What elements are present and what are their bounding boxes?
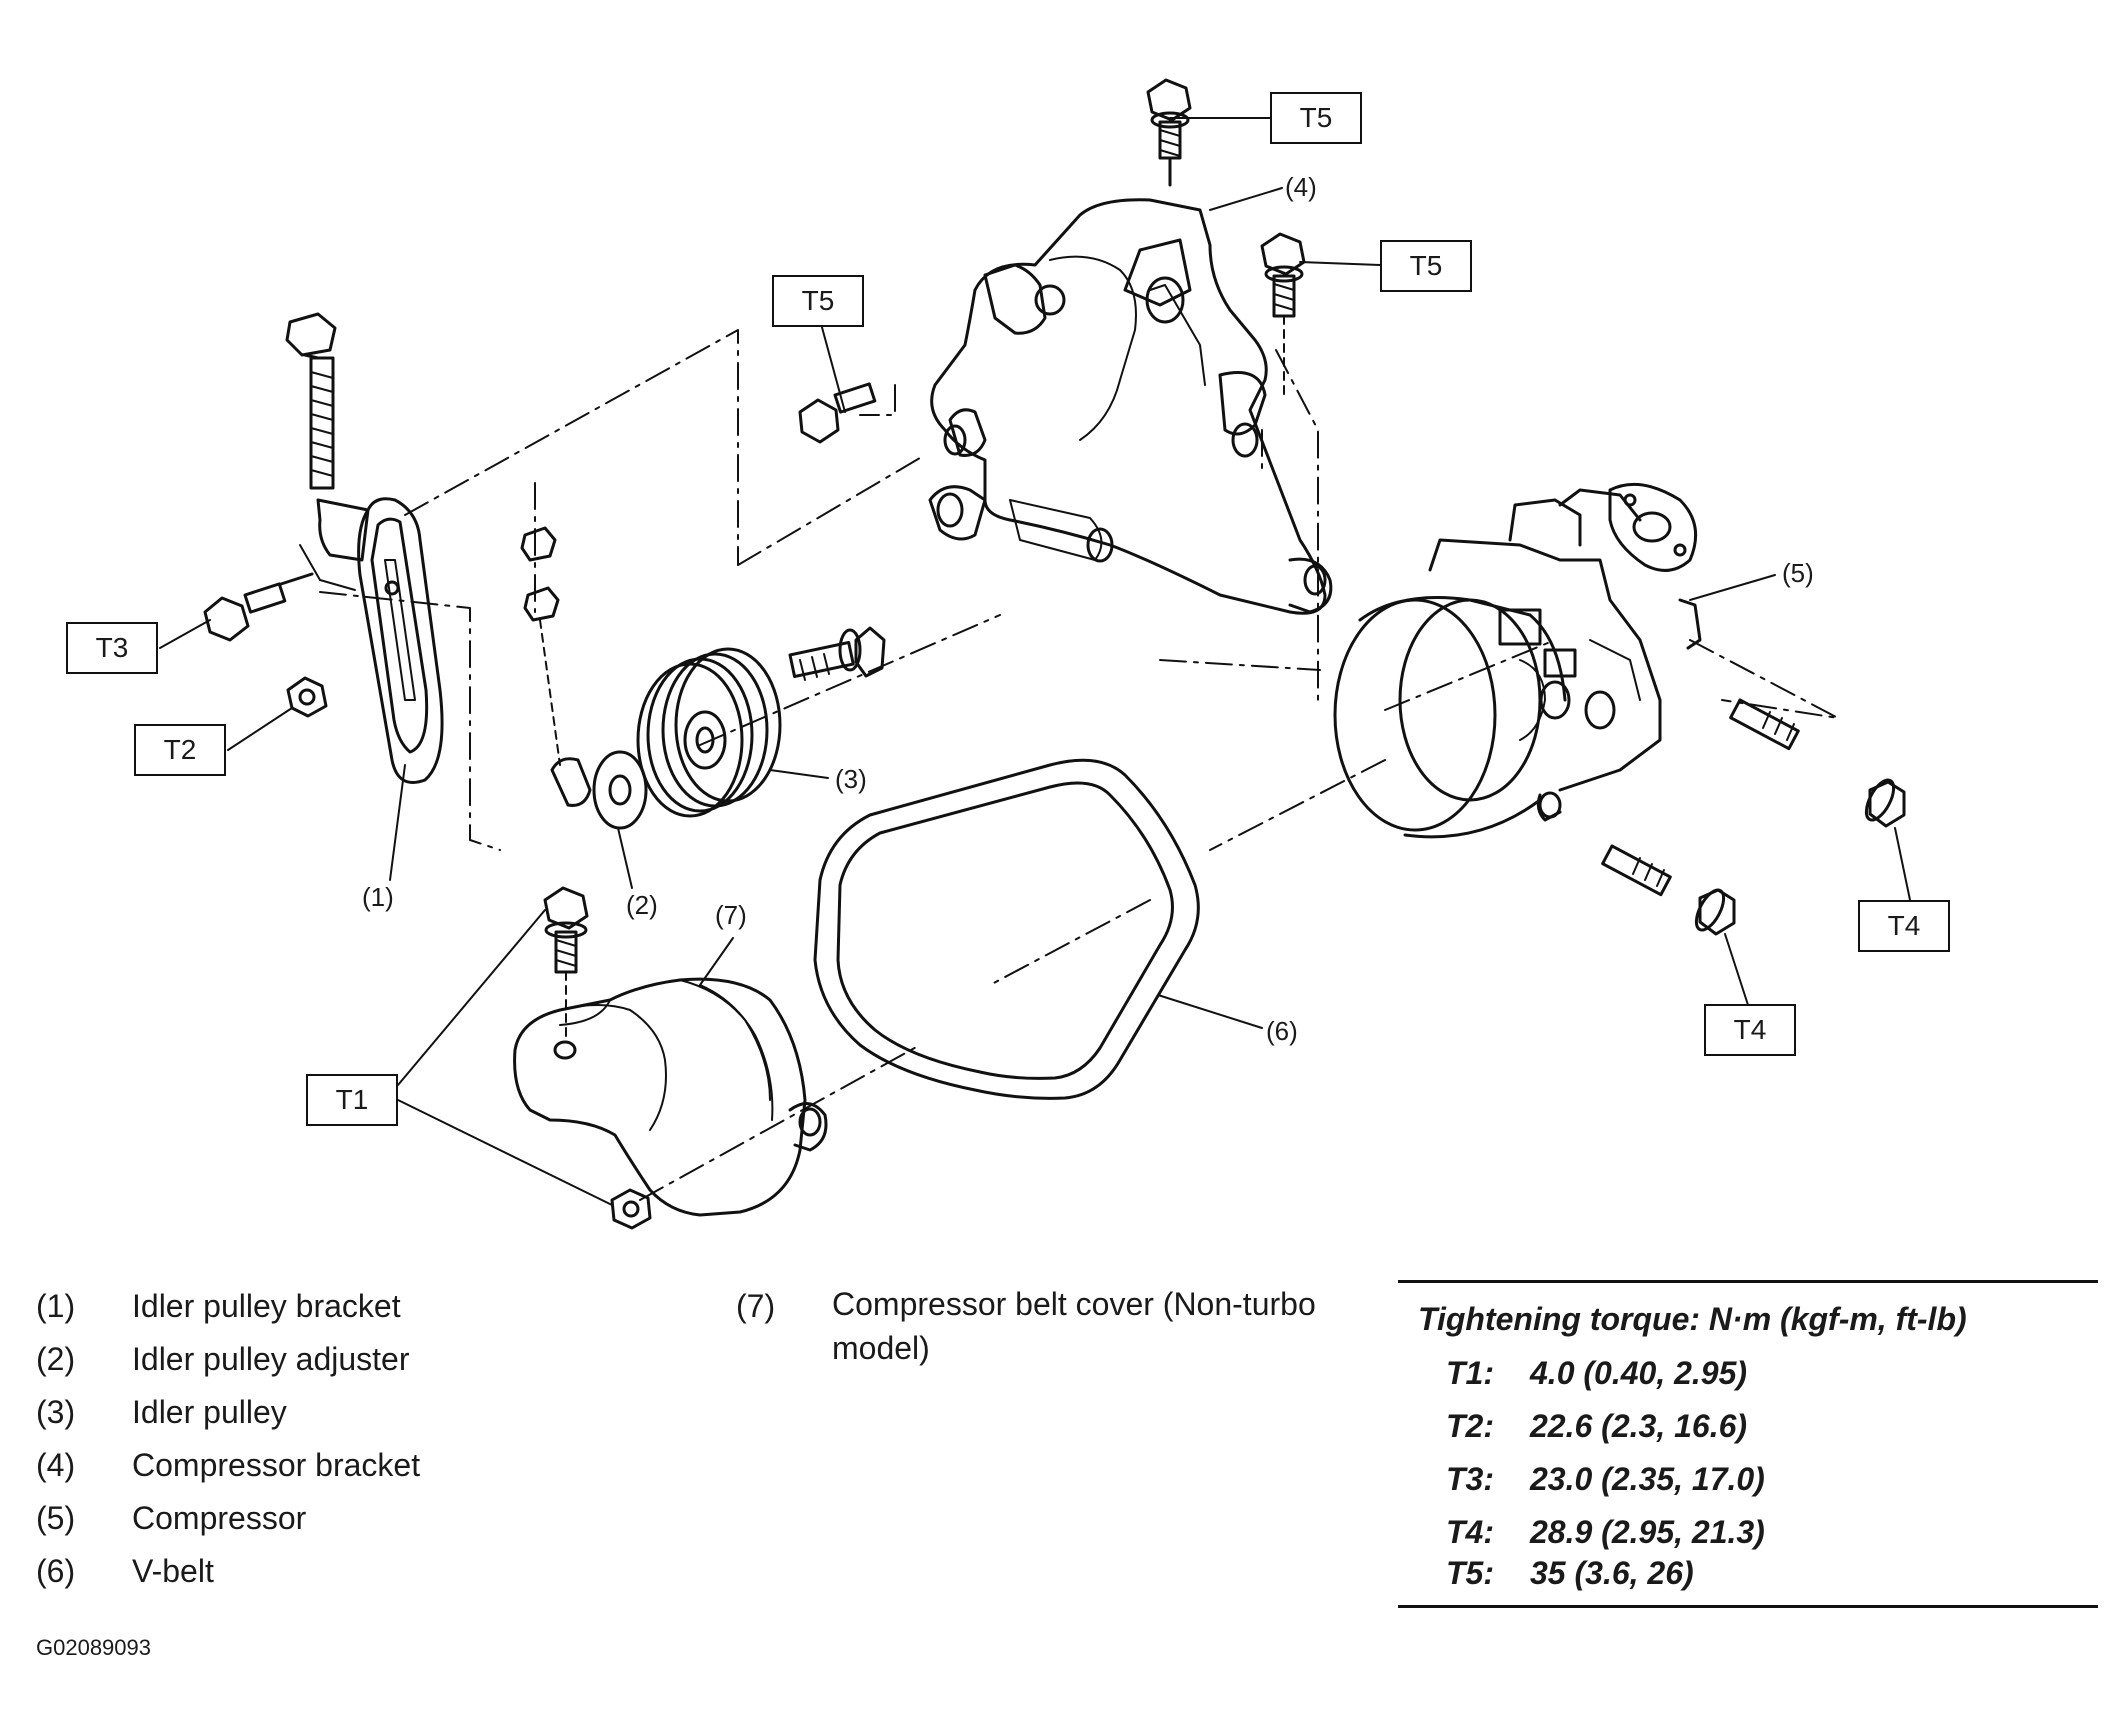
compressor-belt-cover <box>513 977 828 1217</box>
callout-2: (2) <box>626 890 658 920</box>
idler-pulley-bracket <box>299 497 444 784</box>
t1-nut <box>610 1188 652 1230</box>
t2-nut <box>286 676 328 718</box>
torque-id: T3: <box>1446 1461 1494 1497</box>
t5-bolt-left <box>798 382 877 444</box>
idler-pulley-adjuster <box>550 750 648 830</box>
tag-t4-upper: T4 <box>1858 900 1950 952</box>
legend-text: Idler pulley bracket <box>132 1288 401 1324</box>
adjuster-nuts <box>520 526 561 766</box>
legend-text: Compressor <box>132 1500 307 1536</box>
callout-4: (4) <box>1285 172 1317 202</box>
torque-row: T1: 4.0 (0.40, 2.95) <box>1446 1355 1747 1392</box>
legend-text: Idler pulley adjuster <box>132 1341 410 1377</box>
figure-code: G02089093 <box>36 1635 151 1660</box>
legend-number: (4) <box>36 1447 76 1483</box>
torque-value: 22.6 (2.3, 16.6) <box>1530 1408 1748 1444</box>
legend-text: Idler pulley <box>132 1394 287 1430</box>
tag-t4-lower: T4 <box>1704 1004 1796 1056</box>
tag-t1: T1 <box>306 1074 398 1126</box>
idler-pulley <box>636 647 782 818</box>
tag-t3: T3 <box>66 622 158 674</box>
compressor-bracket <box>928 198 1333 615</box>
legend-number: (7) <box>736 1288 776 1324</box>
parts-legend-continued: (7) Compressor belt cover (Non-turbo mod… <box>736 1286 1396 1408</box>
legend-number: (3) <box>36 1394 76 1430</box>
callout-3: (3) <box>835 764 867 794</box>
torque-row: T2: 22.6 (2.3, 16.6) <box>1446 1408 1747 1445</box>
torque-title: Tightening torque: N·m (kgf-m, ft-lb) <box>1418 1301 1967 1337</box>
leader-lines <box>159 117 1911 1206</box>
legend-number: (1) <box>36 1288 76 1324</box>
diagram-svg <box>159 78 1911 1230</box>
legend-number: (5) <box>36 1500 76 1536</box>
t1-bolt <box>543 886 589 1041</box>
v-belt <box>813 758 1200 1100</box>
exploded-diagram: (4) (5) (1) (2) (3) (7) (6) T5 T5 T5 T3 … <box>66 78 1950 1230</box>
torque-id: T5: <box>1446 1555 1494 1591</box>
torque-row: T3: 23.0 (2.35, 17.0) <box>1446 1461 1765 1498</box>
torque-value: 35 (3.6, 26) <box>1530 1555 1694 1591</box>
compressor <box>1333 482 1702 839</box>
callout-6: (6) <box>1266 1016 1298 1046</box>
legend-text: V-belt <box>132 1553 214 1589</box>
legend-text: Compressor bracket <box>132 1447 421 1483</box>
tag-t5-left: T5 <box>772 275 864 327</box>
legend-number: (6) <box>36 1553 76 1589</box>
torque-value: 4.0 (0.40, 2.95) <box>1530 1355 1748 1391</box>
torque-table: Tightening torque: N·m (kgf-m, ft-lb) T1… <box>1398 1280 2098 1608</box>
t3-bolt <box>203 572 314 642</box>
tag-t2: T2 <box>134 724 226 776</box>
torque-id: T1: <box>1446 1355 1494 1391</box>
torque-value: 23.0 (2.35, 17.0) <box>1530 1461 1765 1497</box>
legend-text: Compressor belt cover (Non-turbo model) <box>832 1286 1316 1366</box>
tag-t5-top: T5 <box>1270 92 1362 144</box>
t5-bolt-right <box>1260 232 1306 401</box>
torque-value: 28.9 (2.95, 21.3) <box>1530 1514 1765 1550</box>
tag-t5-right: T5 <box>1380 240 1472 292</box>
t4-bolt-upper <box>1729 698 1906 828</box>
t5-bolt-top <box>1146 78 1192 187</box>
idler-pulley-bolt <box>788 626 886 681</box>
long-bolt <box>285 312 337 490</box>
torque-row: T5: 35 (3.6, 26) <box>1446 1555 1694 1592</box>
torque-id: T2: <box>1446 1408 1494 1444</box>
callout-7: (7) <box>715 900 747 930</box>
alignment-lines <box>319 329 1839 1201</box>
callout-1: (1) <box>362 882 394 912</box>
t4-bolt-lower <box>1601 844 1736 936</box>
callout-5: (5) <box>1782 558 1814 588</box>
legend-number: (2) <box>36 1341 76 1377</box>
torque-id: T4: <box>1446 1514 1494 1550</box>
parts-legend: (1) Idler pulley bracket (2) Idler pulle… <box>36 1288 716 1618</box>
torque-row: T4: 28.9 (2.95, 21.3) <box>1446 1514 1765 1551</box>
